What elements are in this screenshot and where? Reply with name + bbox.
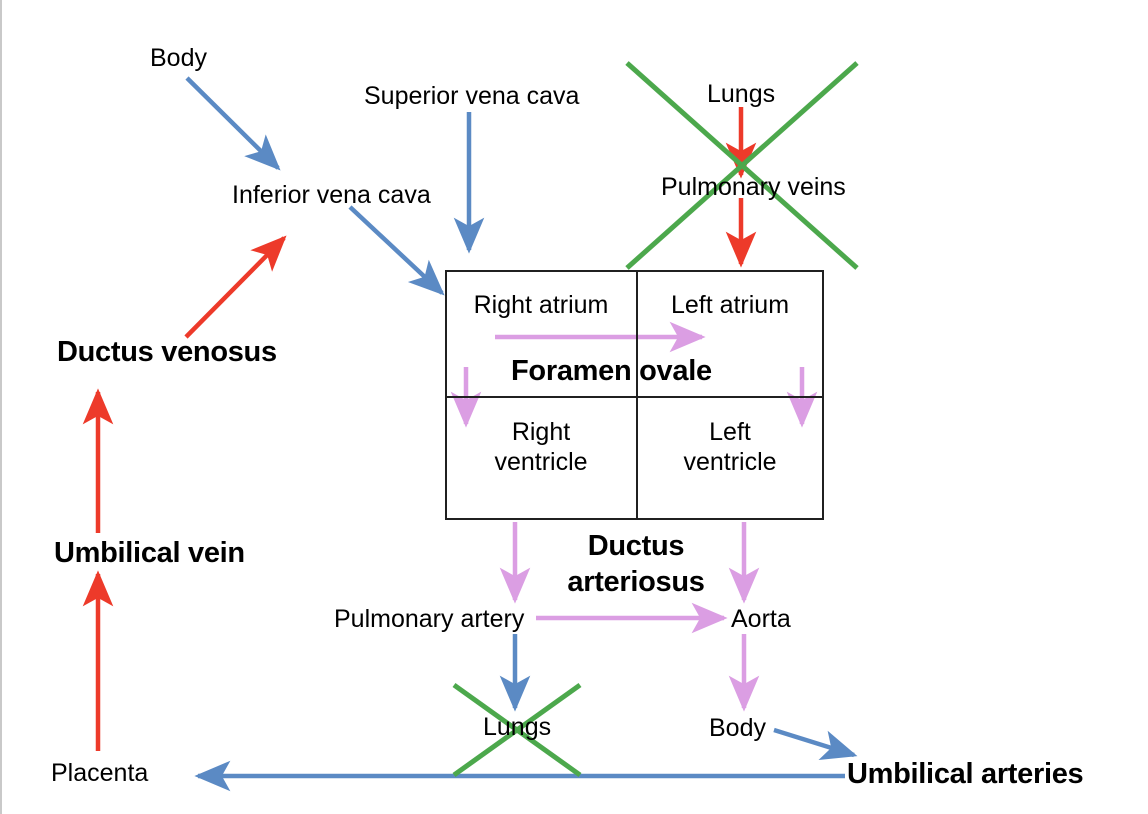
blue-arrow-ivc-to-right-atrium (348, 205, 445, 296)
heart-septum-horizontal (447, 396, 822, 398)
blue-arrow-body-to-umbilical-arteries (773, 727, 858, 760)
label-ductus-arteriosus-line2: arteriosus (567, 566, 705, 598)
chamber-label-right-ventricle-line2: ventricle (494, 448, 588, 476)
chamber-label-right-ventricle-line1: Right (511, 418, 571, 446)
chamber-label-right-atrium: Right atrium (473, 291, 609, 319)
label-foramen-ovale: Foramen ovale (511, 355, 712, 387)
label-body-bottom: Body (709, 714, 766, 742)
green-cross-lungs-top (625, 61, 859, 270)
label-body-top: Body (150, 44, 207, 72)
label-placenta: Placenta (51, 759, 149, 787)
label-pulmonary-artery: Pulmonary artery (334, 605, 525, 633)
label-pulmonary-veins: Pulmonary veins (661, 173, 846, 201)
label-ductus-venosus: Ductus venosus (57, 336, 277, 368)
red-arrow-ductus-venosus-to-ivc (184, 235, 287, 339)
label-umbilical-arteries: Umbilical arteries (847, 758, 1084, 790)
label-aorta: Aorta (731, 605, 791, 633)
chamber-label-left-ventricle-line2: ventricle (683, 448, 777, 476)
label-lungs-bottom: Lungs (483, 713, 552, 741)
label-superior-vena-cava: Superior vena cava (364, 82, 580, 110)
green-cross-lungs-bottom (452, 682, 582, 778)
blue-arrow-body-to-ivc (185, 76, 281, 171)
heart-box (445, 270, 824, 520)
label-ductus-arteriosus-line1: Ductus (587, 530, 685, 562)
chamber-label-left-atrium: Left atrium (670, 291, 790, 319)
label-inferior-vena-cava: Inferior vena cava (232, 181, 431, 209)
label-umbilical-vein: Umbilical vein (54, 537, 245, 569)
chamber-label-left-ventricle-line1: Left (709, 418, 751, 446)
label-lungs-top: Lungs (707, 80, 776, 108)
heart-septum-vertical (636, 272, 638, 518)
